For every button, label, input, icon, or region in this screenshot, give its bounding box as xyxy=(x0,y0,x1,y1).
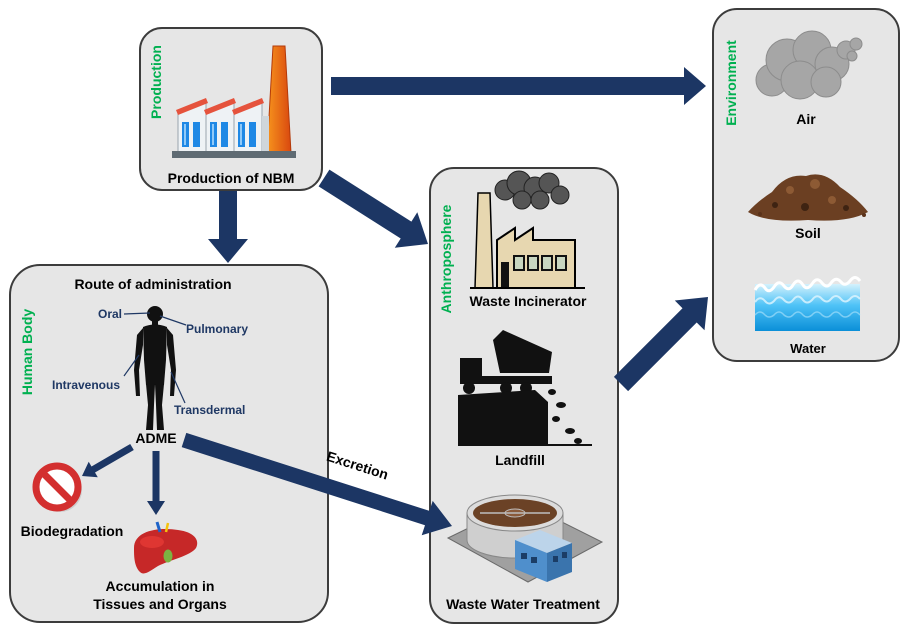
arrow-adme-to-biodegradation xyxy=(82,444,134,478)
wastewater-label: Waste Water Treatment xyxy=(446,596,600,612)
route-transdermal: Transdermal xyxy=(174,403,245,417)
transdermal-pointer xyxy=(170,371,186,404)
flow-arrows xyxy=(82,67,708,536)
route-title: Route of administration xyxy=(74,276,231,292)
landfill-icon xyxy=(458,330,592,446)
pulmonary-pointer xyxy=(159,315,187,326)
arrow-excretion-to-wastewater xyxy=(181,432,452,536)
anthroposphere-side-label: Anthroposphere xyxy=(438,204,454,313)
arrow-production-to-human-body xyxy=(208,191,248,263)
soil-icon xyxy=(748,174,868,221)
arrow-anthroposphere-to-environment xyxy=(613,297,708,392)
adme-label: ADME xyxy=(135,430,176,446)
soil-label: Soil xyxy=(795,225,821,241)
production-side-label: Production xyxy=(148,45,164,119)
excretion-label: Excretion xyxy=(325,448,391,483)
production-caption: Production of NBM xyxy=(168,170,295,186)
accumulation-label-line1: Accumulation in xyxy=(106,578,215,594)
route-intravenous: Intravenous xyxy=(52,378,120,392)
arrow-production-to-anthroposphere xyxy=(318,169,428,248)
prohibition-icon xyxy=(32,462,82,512)
liver-icon xyxy=(134,521,198,574)
biodegradation-label: Biodegradation xyxy=(21,523,124,539)
arrow-production-to-environment xyxy=(331,67,706,105)
route-oral: Oral xyxy=(98,307,122,321)
oral-pointer xyxy=(123,312,151,315)
water-label: Water xyxy=(790,341,826,356)
air-label: Air xyxy=(796,111,816,127)
arrow-adme-to-accumulation xyxy=(147,451,165,515)
water-icon xyxy=(753,276,862,331)
route-pulmonary: Pulmonary xyxy=(186,322,248,336)
wastewater-plant-icon xyxy=(446,494,604,583)
human-body-side-label: Human Body xyxy=(19,309,35,396)
human-figure-icon xyxy=(134,306,176,430)
landfill-label: Landfill xyxy=(495,452,545,468)
cloud-icon xyxy=(755,30,863,100)
environment-side-label: Environment xyxy=(723,40,739,126)
intravenous-pointer xyxy=(123,354,140,377)
incinerator-icon xyxy=(470,170,585,289)
incinerator-label: Waste Incinerator xyxy=(470,293,588,309)
factory-icon xyxy=(172,45,296,158)
human-body-box xyxy=(9,264,329,623)
accumulation-label-line2: Tissues and Organs xyxy=(93,596,227,612)
